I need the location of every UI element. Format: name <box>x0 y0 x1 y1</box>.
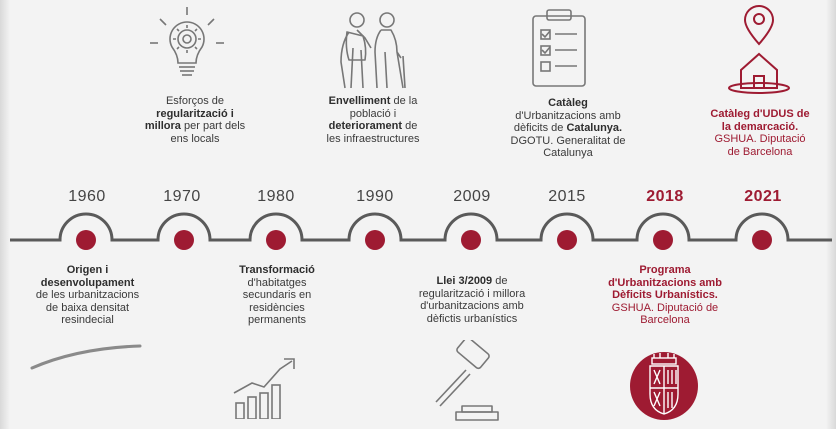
year-2015: 2015 <box>548 188 586 205</box>
year-1960: 1960 <box>68 188 106 205</box>
location-house-icon <box>728 5 790 94</box>
clipboard-checklist-icon <box>532 9 586 87</box>
event-1980: Transformació d'habitatges secundaris en… <box>239 264 315 326</box>
year-2021: 2021 <box>744 188 782 205</box>
timeline-dot-2021 <box>752 230 772 250</box>
event-2015: Catàleg d'Urbanitzacions amb dèficits de… <box>510 97 626 159</box>
year-1990: 1990 <box>356 188 394 205</box>
lightbulb-gear-icon <box>150 7 224 76</box>
timeline-dot-2009 <box>461 230 481 250</box>
timeline-dot-2015 <box>557 230 577 250</box>
year-2018: 2018 <box>646 188 684 205</box>
year-1980: 1980 <box>257 188 295 205</box>
year-2009: 2009 <box>453 188 491 205</box>
timeline-dot-1980 <box>266 230 286 250</box>
event-1960: Origen i desenvolupament de les urbanitz… <box>35 264 140 326</box>
year-1970: 1970 <box>163 188 201 205</box>
timeline-line <box>10 212 832 242</box>
event-1990: Envelliment de la població i deteriorame… <box>326 95 420 145</box>
event-2009: Llei 3/2009 de regularització i millora … <box>418 275 526 325</box>
elderly-couple-icon <box>340 12 406 89</box>
event-2018: Programa d'Urbanitzacions amb Dèficits U… <box>608 264 722 326</box>
diputacio-emblem-icon <box>630 352 698 420</box>
timeline-dot-1970 <box>174 230 194 250</box>
event-1970: Esforços de regularització i millora per… <box>144 95 246 145</box>
timeline-dot-1960 <box>76 230 96 250</box>
timeline-dot-1990 <box>365 230 385 250</box>
event-2021: Catàleg d'UDUS de la demarcació. GSHUA. … <box>710 108 810 158</box>
timeline-dot-2018 <box>653 230 673 250</box>
road-curve-icon <box>30 344 142 370</box>
timeline <box>10 212 832 250</box>
gavel-icon <box>435 340 499 421</box>
rising-chart-icon <box>233 358 295 419</box>
